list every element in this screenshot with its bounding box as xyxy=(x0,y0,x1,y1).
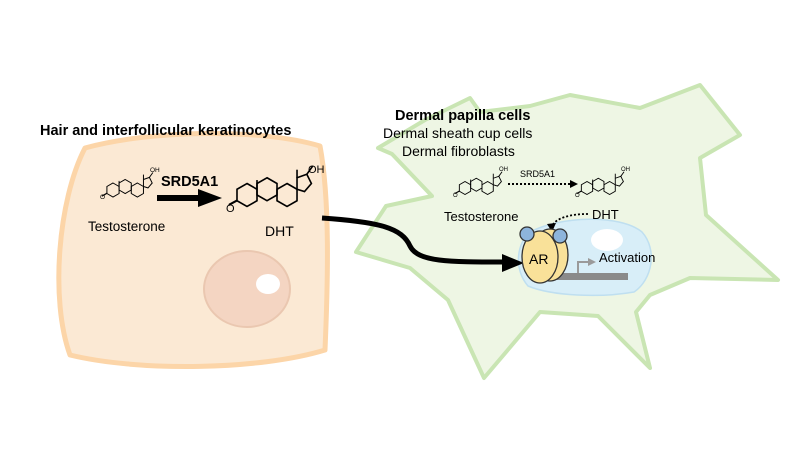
keratinocyte-nucleolus xyxy=(256,274,280,294)
keratinocyte-nucleus xyxy=(203,250,291,328)
activation-label: Activation xyxy=(599,250,655,265)
right-cell-title: Dermal papilla cells xyxy=(395,108,530,124)
right-enzyme-label: SRD5A1 xyxy=(520,169,555,179)
androgen-receptor-front xyxy=(521,230,559,284)
dht-binding-arrow-head xyxy=(547,223,556,232)
right-dht-keto: O xyxy=(575,193,580,199)
right-testosterone-label: Testosterone xyxy=(444,209,518,224)
dht-transport-arrow xyxy=(321,215,506,265)
left-enzyme-label: SRD5A1 xyxy=(161,174,218,190)
left-dht-oh: OH xyxy=(308,164,325,176)
dht-ligand-left xyxy=(519,226,535,242)
srd5a1-arrow-right-head xyxy=(570,180,578,188)
dht-ligand-right xyxy=(552,228,568,244)
right-cell-subtitle-2: Dermal fibroblasts xyxy=(402,143,515,159)
dht-transport-arrow-head xyxy=(502,254,524,272)
srd5a1-arrow-left-head xyxy=(198,189,222,207)
left-testosterone-oh: OH xyxy=(150,167,160,174)
dna-bar xyxy=(536,273,628,280)
right-testosterone-oh: OH xyxy=(499,167,508,173)
receptor-label: AR xyxy=(529,251,548,267)
right-testosterone-keto: O xyxy=(453,193,458,199)
keratinocyte-cell xyxy=(56,131,330,369)
left-dht-label: DHT xyxy=(265,223,294,239)
left-testosterone-keto: O xyxy=(100,194,105,201)
transcription-arrow xyxy=(577,261,590,273)
right-cell-subtitle-1: Dermal sheath cup cells xyxy=(383,125,532,141)
fibroblast-nucleolus xyxy=(591,229,623,251)
left-cell-title: Hair and interfollicular keratinocytes xyxy=(40,123,291,139)
left-testosterone-label: Testosterone xyxy=(88,219,165,234)
right-dht-label: DHT xyxy=(592,207,619,222)
transcription-arrow-head xyxy=(588,258,596,266)
right-dht-oh: OH xyxy=(621,167,630,173)
left-dht-keto: O xyxy=(226,203,235,215)
